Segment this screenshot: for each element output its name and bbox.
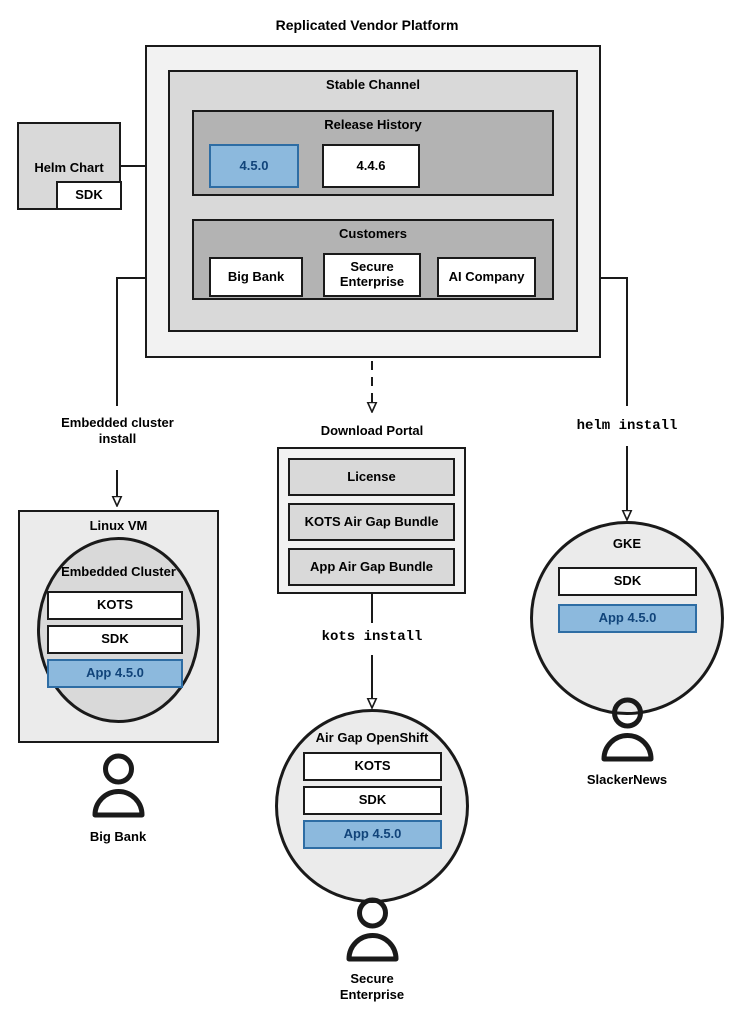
stable-channel-label: Stable Channel — [326, 77, 420, 92]
gke-title: GKE — [612, 536, 642, 551]
download-artifact-license[interactable]: License — [288, 458, 455, 496]
embedded-caption-line2: install — [98, 430, 137, 446]
openshift-component-app[interactable]: App 4.5.0 — [303, 820, 442, 849]
linuxvm-customer-label: Big Bank — [89, 829, 147, 844]
release-4-5-0[interactable]: 4.5.0 — [209, 144, 299, 188]
person-icon-secure-enterprise — [346, 897, 399, 962]
linuxvm-component-app[interactable]: App 4.5.0 — [47, 659, 183, 688]
openshift-customer-line2: Enterprise — [339, 986, 405, 1002]
helm-install-caption: helm install — [576, 418, 678, 434]
openshift-customer-label: Secure Enterprise — [292, 971, 452, 1002]
openshift-customer-line1: Secure — [350, 971, 394, 986]
customer-ai-company[interactable]: AI Company — [437, 257, 536, 297]
download-portal-title: Download Portal — [320, 423, 424, 438]
air-gap-openshift-title: Air Gap OpenShift — [315, 730, 429, 745]
linux-vm-title: Linux VM — [89, 518, 148, 533]
embedded-cluster-install-caption: Embedded cluster install — [40, 415, 195, 446]
page-title: Replicated Vendor Platform — [275, 17, 459, 33]
download-artifact-kots-air-gap-bundle[interactable]: KOTS Air Gap Bundle — [288, 503, 455, 541]
kots-install-caption: kots install — [321, 629, 423, 645]
download-artifact-app-air-gap-bundle[interactable]: App Air Gap Bundle — [288, 548, 455, 586]
person-icon-slackernews — [601, 697, 654, 762]
openshift-component-kots[interactable]: KOTS — [303, 752, 442, 781]
gke-component-app[interactable]: App 4.5.0 — [558, 604, 697, 633]
embedded-cluster-title: Embedded Cluster — [61, 564, 176, 579]
gke-component-sdk[interactable]: SDK — [558, 567, 697, 596]
customer-big-bank[interactable]: Big Bank — [209, 257, 303, 297]
customers-label: Customers — [339, 226, 407, 241]
linuxvm-component-sdk[interactable]: SDK — [47, 625, 183, 654]
person-icon-big-bank — [92, 753, 145, 818]
linuxvm-component-kots[interactable]: KOTS — [47, 591, 183, 620]
release-4-4-6[interactable]: 4.4.6 — [322, 144, 420, 188]
embedded-caption-line1: Embedded cluster — [61, 415, 174, 430]
release-history-label: Release History — [324, 117, 422, 132]
helm-chart-sdk-box[interactable]: SDK — [56, 181, 122, 210]
gke-customer-label: SlackerNews — [586, 772, 668, 787]
customer-secure-enterprise[interactable]: Secure Enterprise — [323, 253, 421, 297]
openshift-component-sdk[interactable]: SDK — [303, 786, 442, 815]
